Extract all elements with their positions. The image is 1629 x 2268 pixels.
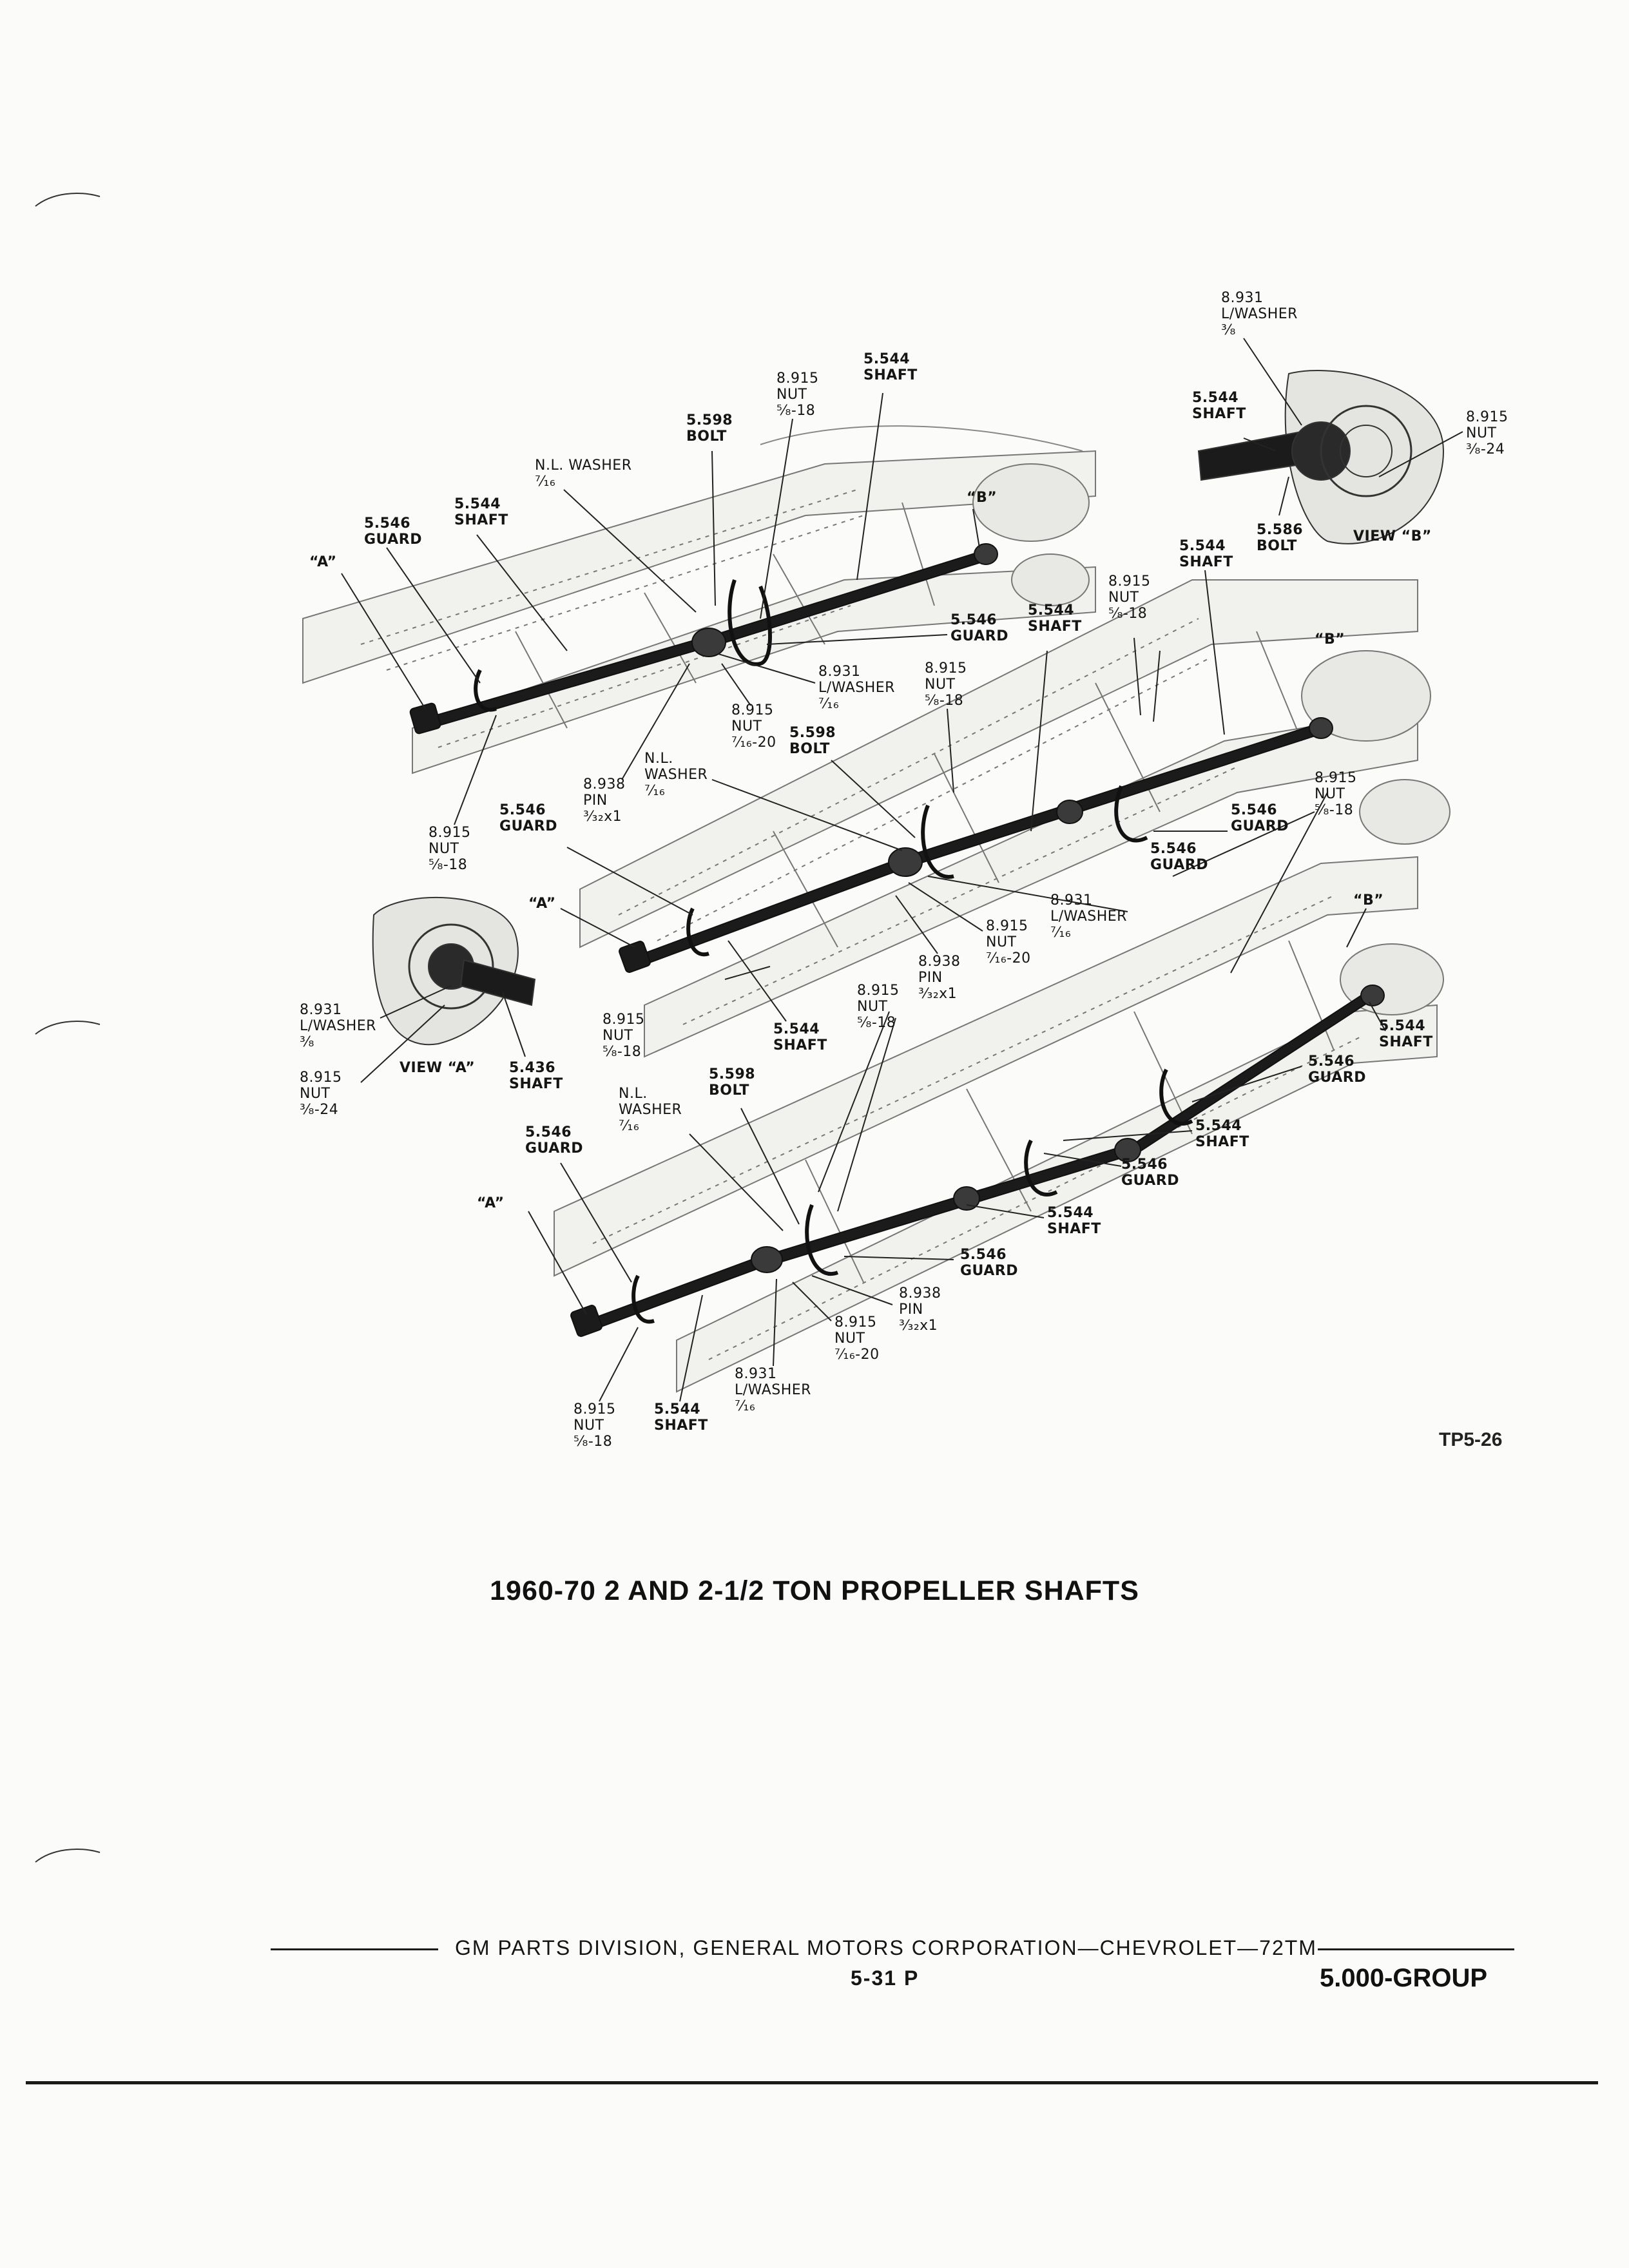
callout-vb-bolt: 5.586 BOLT <box>1257 522 1304 554</box>
figure-code: TP5-26 <box>1439 1429 1503 1450</box>
callout-t3-shaft-low: 5.544 SHAFT <box>654 1401 708 1434</box>
callout-t2-pin: 8.938 PIN ³⁄₃₂x1 <box>918 954 961 1002</box>
shaft-1 <box>409 543 998 735</box>
callout-t2-nut-bolt: 8.915 NUT ⁷⁄₁₆-20 <box>986 918 1031 966</box>
callout-va-l-washer: 8.931 L/WASHER ³⁄₈ <box>300 1002 376 1050</box>
callout-t2-nut-mid: 8.915 NUT ⁵⁄₈-18 <box>925 660 967 709</box>
view-b-inset <box>1197 370 1445 544</box>
callout-t3-view-b: “B” <box>1353 892 1384 908</box>
callout-t2-guard-left: 5.546 GUARD <box>499 802 557 834</box>
truck-2-frame <box>579 579 1451 1058</box>
callout-t2-shaft-top: 5.544 SHAFT <box>1179 538 1233 570</box>
footer-rule-right <box>1318 1948 1514 1950</box>
callout-t2-guard-right-2: 5.546 GUARD <box>1150 841 1208 873</box>
callout-t1-guard: 5.546 GUARD <box>364 515 422 548</box>
shaft-3 <box>570 985 1385 1337</box>
callout-t3-l-washer: 8.931 L/WASHER ⁷⁄₁₆ <box>735 1366 811 1414</box>
page-number: 5-31 P <box>851 1966 920 1990</box>
shaft-2 <box>619 717 1333 973</box>
leader-lines <box>341 338 1463 1402</box>
callout-t1-bolt: 5.598 BOLT <box>686 412 733 445</box>
callout-t3-bolt: 5.598 BOLT <box>709 1066 756 1099</box>
page-title: 1960-70 2 AND 2-1/2 TON PROPELLER SHAFTS <box>490 1575 1139 1606</box>
callout-t3-shaft-mid-2: 5.544 SHAFT <box>1047 1205 1101 1237</box>
callout-vb-shaft: 5.544 SHAFT <box>1192 390 1246 422</box>
callout-t1-pin: 8.938 PIN ³⁄₃₂x1 <box>583 776 626 825</box>
callout-t3-guard-mid: 5.546 GUARD <box>1121 1157 1179 1189</box>
callout-va-nut: 8.915 NUT ³⁄₈-24 <box>300 1070 342 1118</box>
truck-1-frame <box>302 425 1096 774</box>
callout-va-shaft: 5.436 SHAFT <box>509 1060 563 1092</box>
callout-t3-view-a: “A” <box>477 1195 505 1211</box>
footer-rule-left <box>271 1948 438 1950</box>
callout-t3-nut-mid: 8.915 NUT ⁷⁄₁₆-20 <box>834 1314 880 1363</box>
callout-t3-shaft-right: 5.544 SHAFT <box>1379 1018 1433 1050</box>
callout-t3-guard-left: 5.546 GUARD <box>525 1124 583 1157</box>
callout-t3-nut-low: 8.915 NUT ⁵⁄₈-18 <box>574 1401 616 1450</box>
view-b-title: VIEW “B” <box>1353 528 1432 544</box>
callout-t1-shaft-top: 5.544 SHAFT <box>863 351 918 383</box>
callout-t3-pin: 8.938 PIN ³⁄₃₂x1 <box>899 1285 941 1334</box>
callout-t2-shaft-low: 5.544 SHAFT <box>773 1021 827 1053</box>
page-bottom-rule <box>26 2081 1598 2084</box>
callout-t2-shaft-mid: 5.544 SHAFT <box>1028 602 1082 635</box>
callout-t3-guard-right: 5.546 GUARD <box>1308 1053 1366 1086</box>
callout-t2-nut-low: 8.915 NUT ⁵⁄₈-18 <box>602 1012 645 1060</box>
callout-t2-nut-right: 8.915 NUT ⁵⁄₈-18 <box>1315 770 1357 818</box>
callout-t1-view-b: “B” <box>967 490 998 506</box>
callout-t3-nl-washer: N.L. WASHER ⁷⁄₁₆ <box>619 1086 682 1134</box>
callout-t1-nut-mid: 8.915 NUT ⁷⁄₁₆-20 <box>731 702 776 751</box>
scan-marks <box>35 193 101 1863</box>
callout-t2-view-a: “A” <box>528 896 556 912</box>
view-a-title: VIEW “A” <box>400 1060 476 1076</box>
callout-t1-shaft: 5.544 SHAFT <box>454 496 508 528</box>
footer-publisher: GM PARTS DIVISION, GENERAL MOTORS CORPOR… <box>455 1936 1317 1959</box>
callout-vb-l-washer: 8.931 L/WASHER ³⁄₈ <box>1221 290 1298 338</box>
callout-t2-guard-right-1: 5.546 GUARD <box>1231 802 1289 834</box>
callout-t1-guard-right: 5.546 GUARD <box>950 612 1008 644</box>
callout-t2-bolt: 5.598 BOLT <box>789 725 836 757</box>
callout-t3-nut-top: 8.915 NUT ⁵⁄₈-18 <box>857 983 900 1031</box>
callout-t3-shaft-mid-1: 5.544 SHAFT <box>1195 1118 1249 1150</box>
callout-t2-nut-top: 8.915 NUT ⁵⁄₈-18 <box>1108 573 1151 622</box>
callout-t2-l-washer: 8.931 L/WASHER ⁷⁄₁₆ <box>1050 892 1127 941</box>
callout-vb-nut: 8.915 NUT ³⁄₈-24 <box>1466 409 1509 457</box>
group-number: 5.000-GROUP <box>1320 1964 1488 1992</box>
view-a-inset <box>372 897 536 1046</box>
callout-t1-l-washer: 8.931 L/WASHER ⁷⁄₁₆ <box>818 664 895 712</box>
callout-t1-nut-top: 8.915 NUT ⁵⁄₈-18 <box>776 370 819 419</box>
callout-t2-nl-washer: N.L. WASHER ⁷⁄₁₆ <box>644 751 708 799</box>
callout-t1-nut-low: 8.915 NUT ⁵⁄₈-18 <box>429 825 471 873</box>
callout-t3-guard-low: 5.546 GUARD <box>960 1247 1018 1279</box>
callout-t2-view-b: “B” <box>1315 631 1345 648</box>
callout-t1-nl-washer: N.L. WASHER ⁷⁄₁₆ <box>535 457 632 490</box>
callout-t1-view-a: “A” <box>309 554 337 570</box>
